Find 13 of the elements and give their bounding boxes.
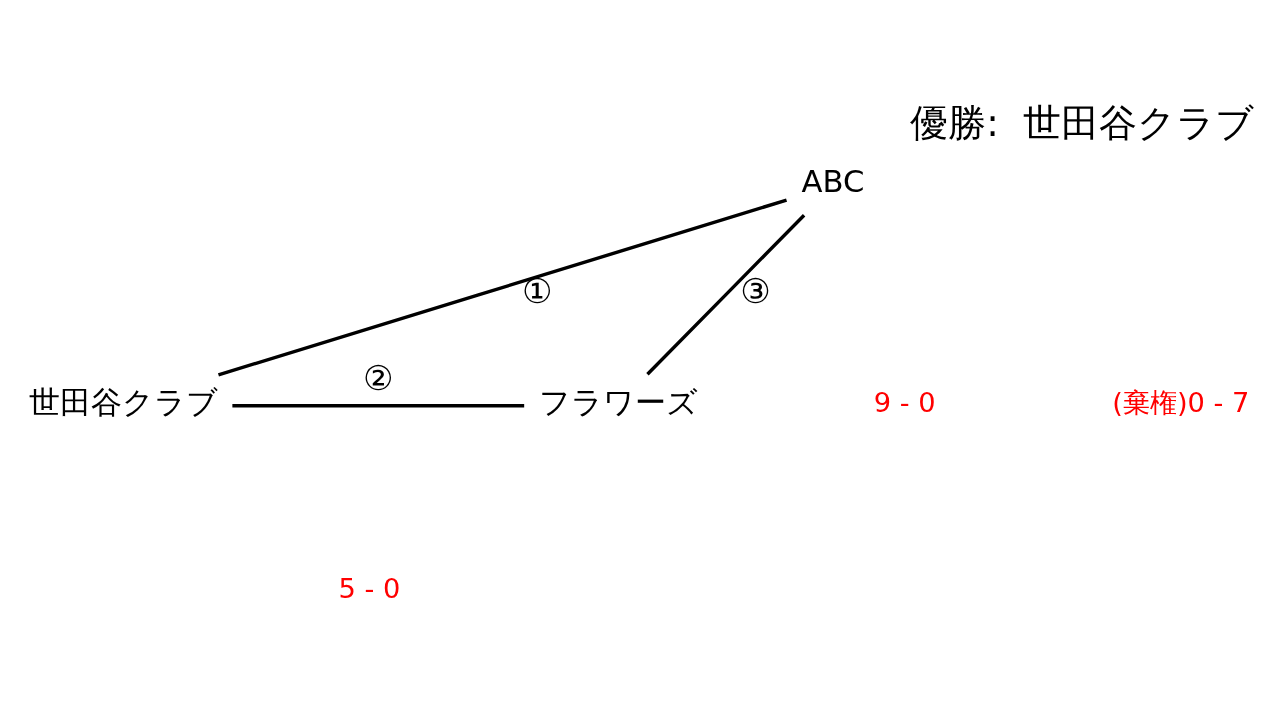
connector: [217, 197, 788, 376]
node-text: ABC: [801, 163, 865, 199]
label: 9 - 0: [873, 386, 936, 418]
connector: [232, 403, 525, 407]
label: (棄権)0 - 7: [1112, 386, 1250, 418]
node-text: 世田谷クラブ: [29, 384, 219, 420]
edge-label: ②: [363, 357, 394, 398]
diagram-title: 優勝: 世田谷クラブ: [910, 100, 1254, 145]
label: 5 - 0: [338, 572, 401, 604]
node-text: フラワーズ: [538, 384, 698, 420]
edge-label: ③: [740, 270, 771, 311]
connector: [646, 213, 806, 375]
edge-label: ①: [522, 270, 553, 311]
